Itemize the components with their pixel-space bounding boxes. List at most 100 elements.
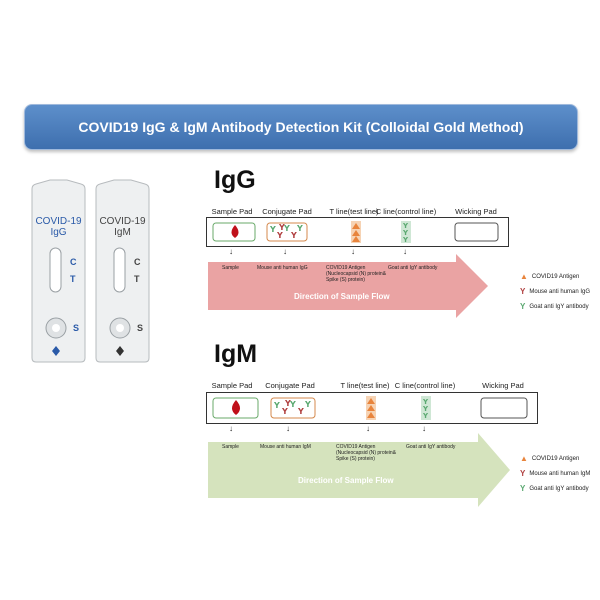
header-sample-pad: Sample Pad xyxy=(211,381,253,390)
svg-text:Y: Y xyxy=(290,231,297,240)
section-title-igg: IgG xyxy=(214,166,256,194)
title-banner: COVID19 IgG & IgM Antibody Detection Kit… xyxy=(24,104,578,150)
svg-text:Y: Y xyxy=(402,222,409,230)
cassette-t-label: T xyxy=(134,274,140,284)
c-line-antibody-icon: YYY xyxy=(421,396,431,420)
flow-direction-text: Direction of Sample Flow xyxy=(298,476,394,485)
header-t-line: T line(test line) xyxy=(340,381,390,390)
cassette-c-label: C xyxy=(70,257,77,267)
cassette-body xyxy=(95,179,150,363)
flow-arrow xyxy=(208,254,488,318)
conjugate-pad xyxy=(270,397,316,419)
arrow-down-icon: ↓ xyxy=(286,424,290,433)
svg-text:Y: Y xyxy=(276,231,283,240)
label-c-line: Goat anti IgY antibody xyxy=(388,265,438,271)
legend-label: Mouse anti human IgM xyxy=(529,470,591,477)
label-t-line-3: Spike (S) protein) xyxy=(326,277,365,283)
arrow-down-icon: ↓ xyxy=(229,247,233,256)
label-t-line-2: (Nucleocapsid (N) protein& xyxy=(326,271,387,277)
cassette-body xyxy=(31,179,86,363)
svg-text:Y: Y xyxy=(422,398,429,406)
flow-direction-text: Direction of Sample Flow xyxy=(294,292,390,301)
header-t-line: T line(test line) xyxy=(329,207,379,216)
cassette-t-label: T xyxy=(70,274,76,284)
label-t-line-3: Spike (S) protein) xyxy=(336,456,375,462)
antibody-cluster-icon: YY YY YY xyxy=(269,223,303,240)
label-t-line: COVID19 Antigen (Nucleocapsid (N) protei… xyxy=(326,265,386,283)
header-c-line: C line(control line) xyxy=(375,207,437,216)
triangle-icon: ▲ xyxy=(520,454,528,463)
legend-item: ▲ COVID19 Antigen xyxy=(520,272,579,281)
label-t-line: COVID19 Antigen (Nucleocapsid (N) protei… xyxy=(336,444,396,462)
arrow-down-icon: ↓ xyxy=(403,247,407,256)
label-conjugate: Mouse anti human IgM xyxy=(260,444,311,450)
label-t-line-1: COVID19 Antigen xyxy=(336,444,376,450)
svg-text:Y: Y xyxy=(296,224,303,233)
wicking-pad xyxy=(480,397,528,419)
label-conjugate: Mouse anti human IgG xyxy=(257,265,308,271)
cassette-c-label: C xyxy=(134,257,141,267)
label-sample: Sample xyxy=(222,265,239,271)
svg-text:Y: Y xyxy=(304,400,311,409)
cassette-sub: IgG xyxy=(50,227,67,238)
cassette-igg: COVID-19 IgG C T S xyxy=(30,178,87,364)
cassette-s-label: S xyxy=(73,323,80,333)
header-sample-pad: Sample Pad xyxy=(211,207,253,216)
svg-text:Y: Y xyxy=(402,236,409,244)
legend-item: Y Mouse anti human IgM xyxy=(520,469,590,478)
svg-text:Y: Y xyxy=(281,407,288,416)
svg-text:Y: Y xyxy=(283,224,290,233)
blood-drop-icon xyxy=(231,225,239,238)
cassette-sub: IgM xyxy=(114,227,131,238)
legend-item: Y Goat anti IgY antibody xyxy=(520,484,589,493)
antibody-icon: Y xyxy=(520,302,526,311)
arrow-down-icon: ↓ xyxy=(366,424,370,433)
svg-text:Y: Y xyxy=(402,229,409,237)
svg-text:Y: Y xyxy=(278,223,285,232)
legend-label: Mouse anti human IgG xyxy=(529,288,591,295)
t-line-antigen-icon xyxy=(366,396,376,420)
svg-text:Y: Y xyxy=(289,400,296,409)
header-c-line: C line(control line) xyxy=(394,381,456,390)
svg-text:Y: Y xyxy=(422,405,429,413)
cassette-name: COVID-19 xyxy=(35,216,82,227)
label-sample: Sample xyxy=(222,444,239,450)
cassette-name: COVID-19 xyxy=(99,216,146,227)
blood-drop-icon xyxy=(232,400,240,415)
svg-text:Y: Y xyxy=(269,225,276,234)
header-wicking-pad: Wicking Pad xyxy=(455,207,497,216)
antibody-icon: Y xyxy=(520,287,526,296)
section-title-igm: IgM xyxy=(214,340,258,368)
label-t-line-2: (Nucleocapsid (N) protein& xyxy=(336,450,397,456)
header-wicking-pad: Wicking Pad xyxy=(482,381,524,390)
svg-text:Y: Y xyxy=(273,401,280,410)
flow-arrow xyxy=(208,433,510,507)
wicking-pad xyxy=(454,222,499,242)
legend-item: Y Mouse anti human IgG xyxy=(520,287,590,296)
conjugate-pad xyxy=(266,222,308,242)
legend-label: Goat anti IgY antibody xyxy=(529,303,589,310)
antibody-icon: Y xyxy=(520,484,526,493)
legend-label: COVID19 Antigen xyxy=(531,273,580,280)
c-line-antibody-icon: YYY xyxy=(401,221,411,244)
arrow-down-icon: ↓ xyxy=(283,247,287,256)
arrow-down-icon: ↓ xyxy=(422,424,426,433)
header-conjugate-pad: Conjugate Pad xyxy=(262,207,312,216)
legend-item: ▲ COVID19 Antigen xyxy=(520,454,579,463)
legend-label: COVID19 Antigen xyxy=(531,455,580,462)
antibody-icon: Y xyxy=(520,469,526,478)
t-line-antigen-icon xyxy=(351,221,361,243)
svg-text:Y: Y xyxy=(297,407,304,416)
legend-item: Y Goat anti IgY antibody xyxy=(520,302,589,311)
arrow-down-icon: ↓ xyxy=(229,424,233,433)
label-t-line-1: COVID19 Antigen xyxy=(326,265,366,271)
arrow-down-icon: ↓ xyxy=(351,247,355,256)
triangle-icon: ▲ xyxy=(520,272,528,281)
header-conjugate-pad: Conjugate Pad xyxy=(265,381,315,390)
legend-label: Goat anti IgY antibody xyxy=(529,485,589,492)
svg-text:Y: Y xyxy=(284,399,291,408)
svg-text:Y: Y xyxy=(422,412,429,420)
banner-title: COVID19 IgG & IgM Antibody Detection Kit… xyxy=(78,119,524,135)
antibody-cluster-icon: YY YY YY xyxy=(273,399,311,416)
